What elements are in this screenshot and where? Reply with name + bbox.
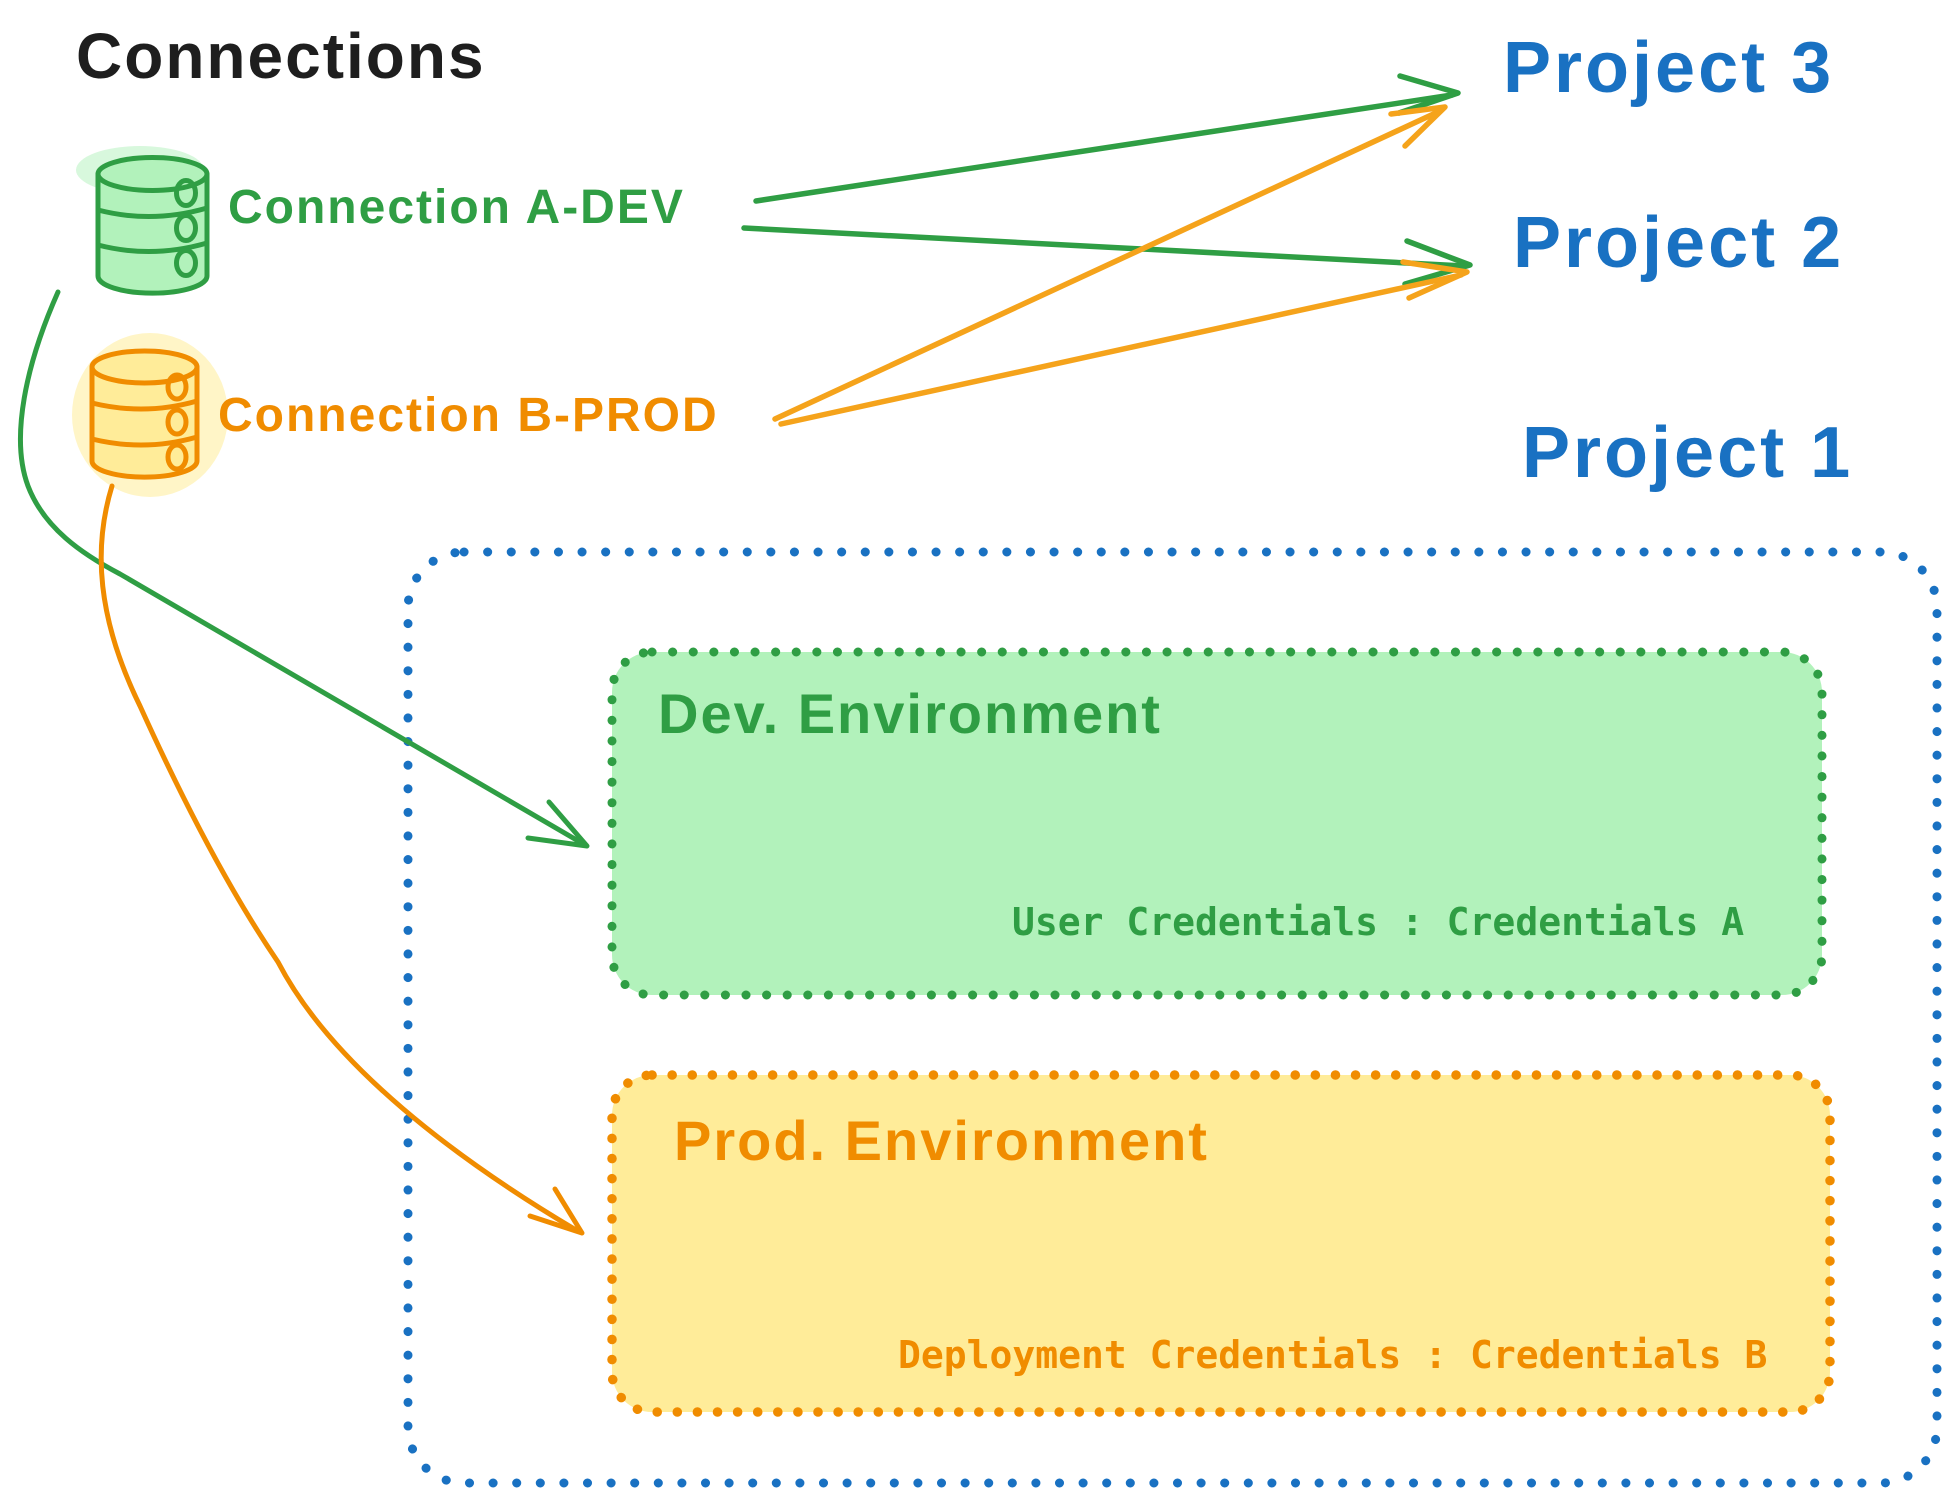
prod-environment-credentials: Deployment Credentials : Credentials B	[898, 1333, 1768, 1377]
arrow-adev-project2	[741, 225, 1473, 287]
dev-environment-title: Dev. Environment	[658, 682, 1162, 745]
project-1-label: Project 1	[1522, 413, 1854, 493]
dev-database-icon	[76, 146, 210, 296]
arrow-bprod-prod-environment	[98, 483, 585, 1236]
diagram-title: Connections	[76, 20, 486, 92]
arrow-adev-project3	[753, 73, 1461, 204]
prod-environment-title: Prod. Environment	[674, 1109, 1209, 1172]
arrow-bprod-project2	[778, 259, 1470, 427]
dev-environment-credentials: User Credentials : Credentials A	[1012, 900, 1745, 944]
project-3-label: Project 3	[1503, 28, 1835, 108]
project1-boundary-box	[403, 547, 1942, 1488]
connection-b-prod-label: Connection B-PROD	[218, 389, 719, 442]
project-2-label: Project 2	[1513, 203, 1845, 283]
prod-database-icon	[72, 333, 228, 497]
dev-environment-box	[607, 647, 1827, 1000]
prod-environment-box	[607, 1070, 1835, 1417]
arrow-adev-dev-environment	[18, 289, 590, 849]
connection-a-dev-label: Connection A-DEV	[228, 181, 685, 234]
arrow-bprod-project3	[772, 104, 1448, 422]
